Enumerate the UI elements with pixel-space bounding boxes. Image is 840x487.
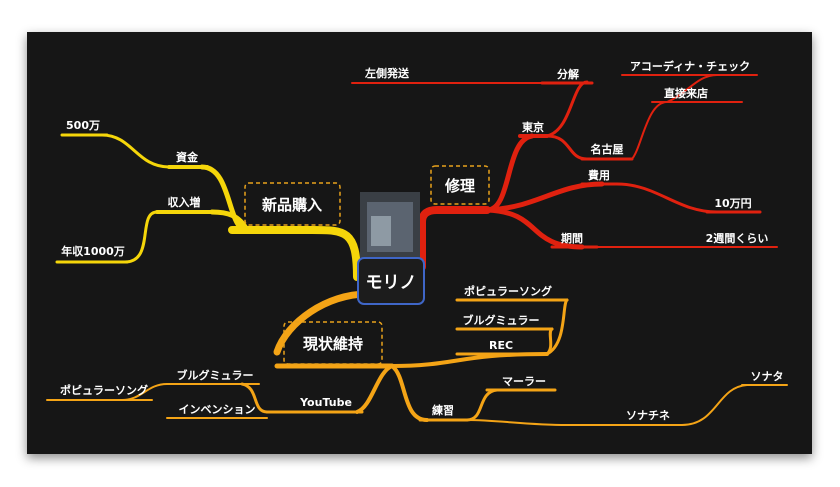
topic-maintain[interactable]: 現状維持 <box>283 321 383 365</box>
node-practice[interactable]: 練習 <box>432 403 454 417</box>
mindmap-canvas: モリノ 修理 新品購入 現状維持 東京 分解 左側発送 名古屋 アコーディナ・チ… <box>27 32 812 454</box>
connector-central-new <box>228 226 361 281</box>
branch-new-purchase <box>55 133 361 281</box>
connector-practice-sonatine <box>466 419 568 426</box>
connector-funds-value <box>100 133 171 169</box>
node-sonata[interactable]: ソナタ <box>751 370 784 383</box>
node-income-value[interactable]: 年収1000万 <box>61 244 125 258</box>
connector-central-maintain <box>273 290 371 356</box>
topic-repair-border <box>430 165 490 205</box>
topic-new-purchase[interactable]: 新品購入 <box>244 182 341 226</box>
connector-income-value <box>123 210 159 264</box>
node-disassembly[interactable]: 分解 <box>557 67 579 81</box>
connector-new-funds <box>199 164 250 233</box>
connector-sonatine-sonata <box>681 384 748 426</box>
central-node-photo-keys <box>371 216 391 246</box>
connector-central-repair <box>418 206 491 271</box>
node-sonatine[interactable]: ソナチネ <box>626 409 670 422</box>
topic-repair-label: 修理 <box>444 177 475 195</box>
node-period-value[interactable]: 2週間くらい <box>706 231 769 245</box>
topic-maintain-label: 現状維持 <box>303 335 363 353</box>
connector-repair-tokyo <box>484 133 535 213</box>
node-funds-value[interactable]: 500万 <box>66 119 100 132</box>
node-tokyo[interactable]: 東京 <box>522 120 544 134</box>
topic-new-purchase-label: 新品購入 <box>262 196 322 214</box>
mindmap-svg: モリノ 修理 新品購入 現状維持 東京 分解 左側発送 名古屋 アコーディナ・チ… <box>46 59 788 426</box>
connector-practice-mahler <box>465 388 499 422</box>
node-rec[interactable]: REC <box>489 339 513 352</box>
connector-youtube-bulgarian <box>240 382 269 414</box>
node-cost-value[interactable]: 10万円 <box>714 197 751 210</box>
node-period[interactable]: 期間 <box>561 231 583 245</box>
central-node[interactable]: モリノ <box>357 192 425 305</box>
node-nagoya[interactable]: 名古屋 <box>591 142 624 156</box>
node-yt-bulgarian[interactable]: ブルグミュラー <box>177 368 254 382</box>
connector-maintain-rec <box>390 352 549 368</box>
connector-nagoya-visit <box>631 101 668 160</box>
node-accordina[interactable]: アコーディナ・チェック <box>630 59 750 73</box>
connector-tokyo-nagoya <box>545 134 589 161</box>
node-yt-popular[interactable]: ポピュラーソング <box>60 383 148 397</box>
connector-maintain-practice <box>390 364 429 422</box>
node-income-up[interactable]: 収入増 <box>168 195 201 209</box>
central-node-box <box>357 257 425 305</box>
node-left-side[interactable]: 左側発送 <box>364 66 410 80</box>
connector-maintain-youtube <box>355 364 394 414</box>
connector-rec-popular <box>545 298 569 356</box>
node-visit[interactable]: 直接来店 <box>664 86 708 100</box>
node-invention[interactable]: インベンション <box>179 403 256 416</box>
branch-repair <box>351 74 778 271</box>
central-node-label: モリノ <box>366 273 417 293</box>
topic-maintain-border <box>283 321 383 365</box>
branch-maintain <box>46 290 788 426</box>
node-bulgarian[interactable]: ブルグミュラー <box>463 313 540 327</box>
topic-repair[interactable]: 修理 <box>430 165 490 205</box>
node-popular-song[interactable]: ポピュラーソング <box>464 284 552 298</box>
topic-new-purchase-border <box>244 182 341 226</box>
node-funds[interactable]: 資金 <box>176 150 199 164</box>
node-cost[interactable]: 費用 <box>587 168 610 182</box>
connector-cost-value <box>615 182 719 214</box>
node-youtube[interactable]: YouTube <box>299 396 352 409</box>
connector-rec-bulgarian <box>545 327 554 356</box>
connector-tokyo-disassembly <box>545 80 589 138</box>
node-mahler[interactable]: マーラー <box>502 375 546 388</box>
